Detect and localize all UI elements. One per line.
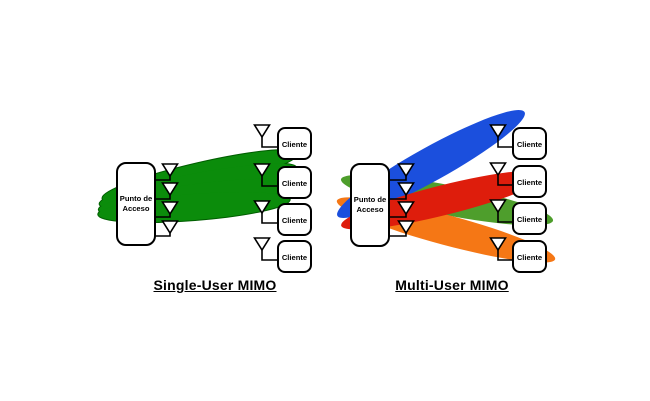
mu-red-beam (341, 170, 547, 230)
right-client-3: Cliente (489, 199, 547, 235)
single-user-mimo-title: Single-User MIMO (153, 277, 277, 293)
client-label: Cliente (517, 140, 542, 149)
antenna-icon (489, 199, 507, 214)
client-box (512, 127, 547, 160)
antenna-icon (253, 163, 271, 178)
client-label: Cliente (517, 178, 542, 187)
access-point-label-line1: Punto de (354, 195, 386, 204)
client-label: Cliente (282, 253, 307, 262)
left-access-point: Punto de Acceso (116, 162, 179, 246)
antenna-icon (155, 182, 179, 200)
left-client-1: Cliente (253, 124, 312, 160)
client-box (512, 165, 547, 198)
antenna-icon (155, 220, 179, 237)
antenna-icon (253, 124, 271, 139)
antenna-icon (155, 163, 179, 181)
left-client-2: Cliente (253, 163, 312, 199)
antenna-icon (489, 124, 507, 139)
antenna-icon (253, 237, 271, 252)
antenna-icon (389, 201, 415, 218)
antenna-icon (389, 220, 415, 237)
client-label: Cliente (282, 140, 307, 149)
client-box (277, 240, 312, 273)
client-label: Cliente (282, 179, 307, 188)
client-label: Cliente (517, 253, 542, 262)
antenna-icon (253, 200, 271, 215)
antenna-icon (489, 162, 507, 177)
client-box (512, 240, 547, 273)
antenna-icon (489, 237, 507, 252)
antenna-icon (389, 182, 415, 200)
access-point-box (116, 162, 156, 246)
access-point-box (350, 163, 390, 247)
access-point-label-line2: Acceso (122, 204, 149, 213)
access-point-label-line1: Punto de (120, 194, 152, 203)
client-label: Cliente (517, 215, 542, 224)
client-box (277, 203, 312, 236)
client-box (277, 166, 312, 199)
client-box (512, 202, 547, 235)
multi-user-mimo-title: Multi-User MIMO (395, 277, 509, 293)
right-access-point: Punto de Acceso (350, 163, 415, 247)
client-label: Cliente (282, 216, 307, 225)
antenna-icon (389, 163, 415, 181)
left-client-4: Cliente (253, 237, 312, 273)
right-client-4: Cliente (489, 237, 547, 273)
right-client-2: Cliente (489, 162, 547, 198)
antenna-icon (155, 201, 179, 218)
client-box (277, 127, 312, 160)
right-client-1: Cliente (489, 124, 547, 160)
left-client-3: Cliente (253, 200, 312, 236)
access-point-label-line2: Acceso (356, 205, 383, 214)
